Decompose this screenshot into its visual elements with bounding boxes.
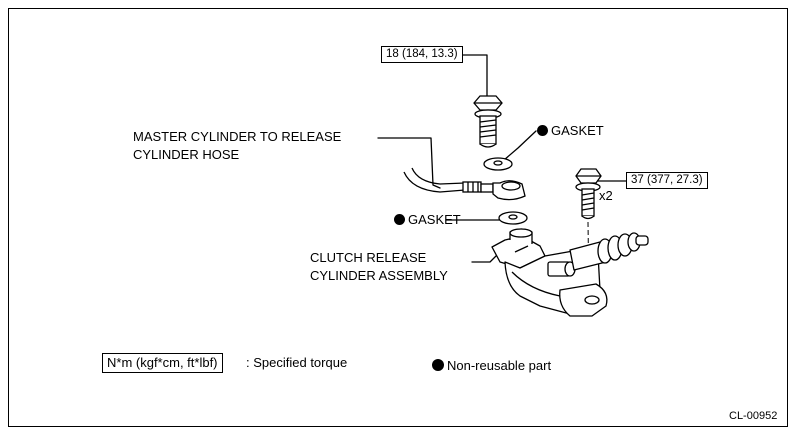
hose-label-line2: CYLINDER HOSE [133, 147, 240, 162]
non-reusable-dot-icon [394, 214, 405, 225]
gasket-label-lower: GASKET [394, 212, 461, 228]
gasket-upper-text: GASKET [551, 123, 604, 138]
right-bolt [575, 168, 602, 220]
non-reusable-dot-icon [537, 125, 548, 136]
torque-box-right-bolt: 37 (377, 27.3) [626, 172, 708, 189]
assembly-label-line1: CLUTCH RELEASE [310, 250, 427, 265]
torque-box-top-bolt: 18 (184, 13.3) [381, 46, 463, 63]
legend-torque-desc: : Specified torque [246, 355, 348, 370]
legend-nonreusable-text: Non-reusable part [447, 358, 552, 373]
legend-nonreusable: Non-reusable part [432, 358, 551, 374]
upper-gasket [483, 157, 513, 171]
gasket-label-upper: GASKET [537, 123, 604, 139]
legend-torque-unit: N*m (kgf*cm, ft*lbf) [102, 353, 223, 373]
non-reusable-dot-icon [432, 359, 444, 371]
figure-code: CL-00952 [729, 410, 778, 422]
lower-gasket [498, 211, 528, 225]
hose-label-line1: MASTER CYLINDER TO RELEASE [133, 129, 342, 144]
assembly-label-line2: CYLINDER ASSEMBLY [310, 268, 448, 283]
leader-hose [377, 137, 441, 189]
figure-frame [8, 8, 788, 427]
leader-assembly [471, 255, 497, 263]
hose-fitting [403, 167, 526, 201]
release-cylinder [491, 228, 649, 317]
gasket-lower-text: GASKET [408, 212, 461, 227]
quantity-label: x2 [599, 188, 613, 203]
top-bolt [473, 95, 503, 148]
bolt-centerline [587, 221, 590, 297]
leader-gasket-upper [503, 130, 537, 161]
